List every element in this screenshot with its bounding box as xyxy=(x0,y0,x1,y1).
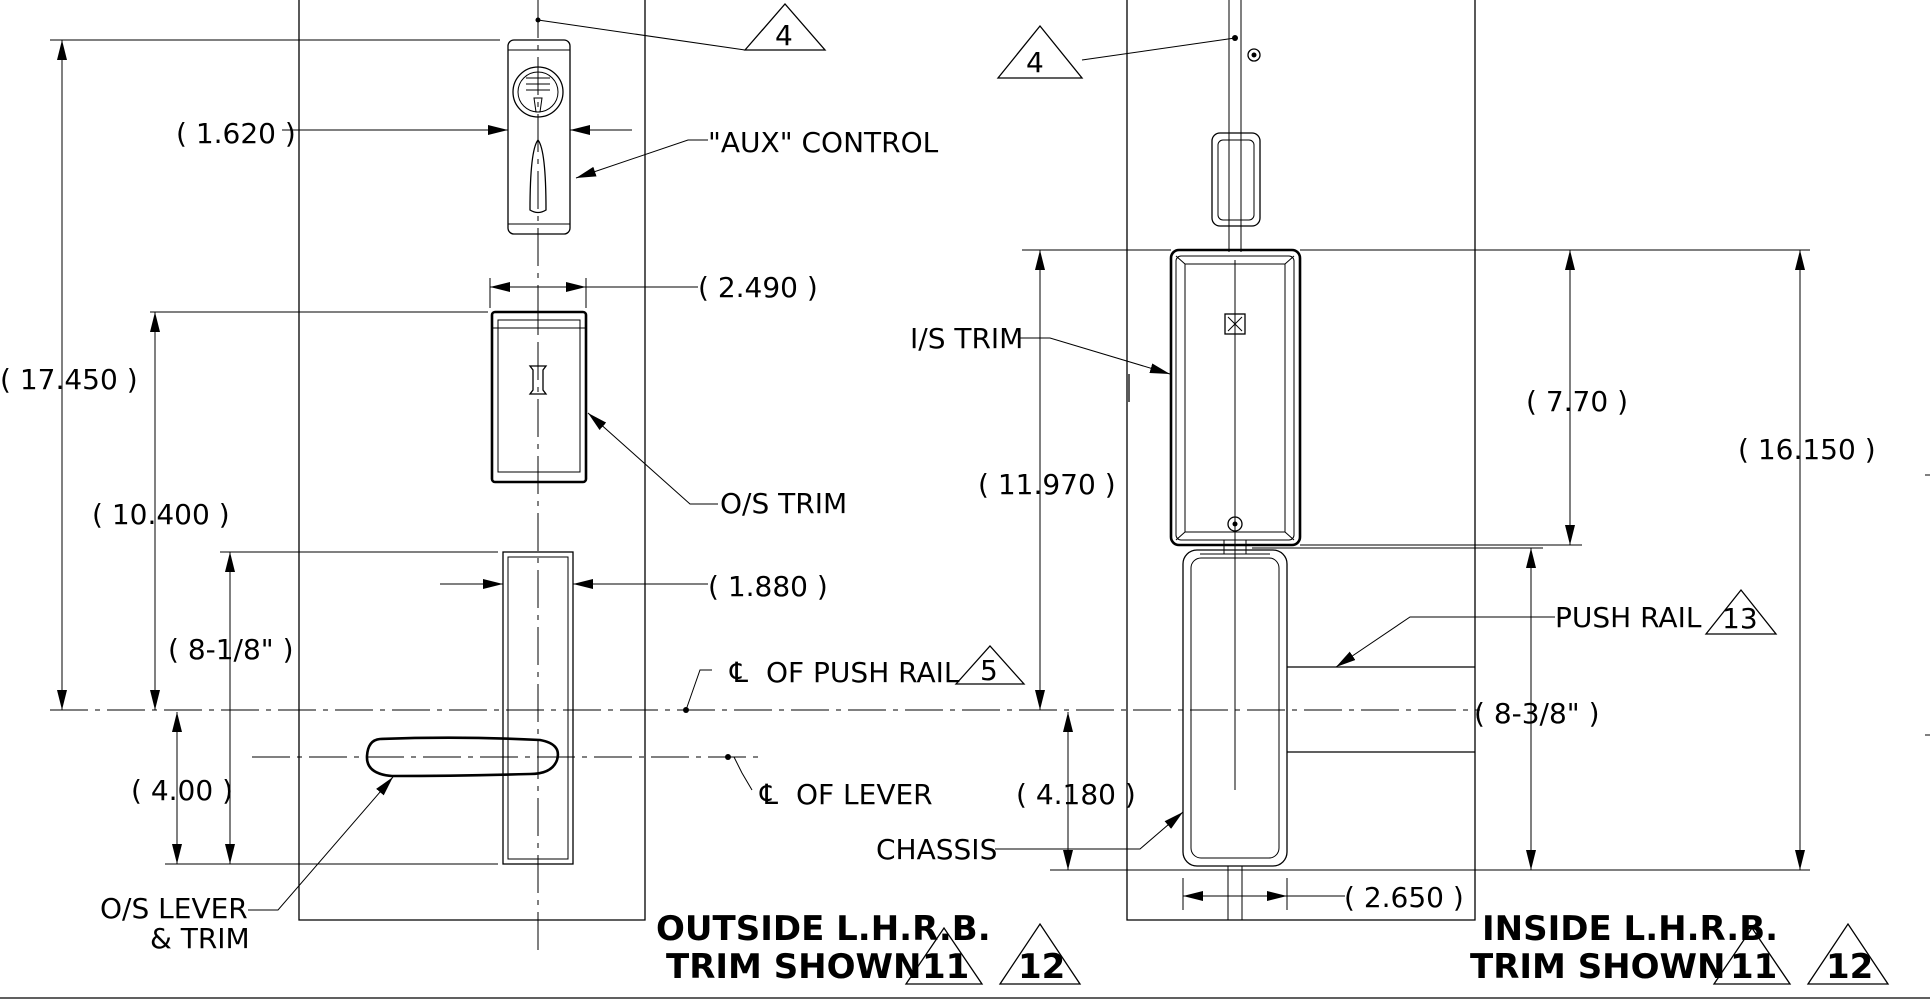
note-triangle-11-inside: 11 xyxy=(1712,926,1792,987)
svg-text:11: 11 xyxy=(922,947,969,987)
dim-17450: ( 17.450 ) xyxy=(0,363,138,396)
svg-text:13: 13 xyxy=(1722,602,1758,635)
note-triangle-12-outside: 12 xyxy=(998,922,1082,987)
dim-2490: ( 2.490 ) xyxy=(698,271,818,304)
title-outside-1: OUTSIDE L.H.R.B. xyxy=(656,909,991,949)
note-triangle-12-inside: 12 xyxy=(1806,922,1890,987)
dim-10400: ( 10.400 ) xyxy=(92,498,230,531)
rod-guide xyxy=(1211,132,1261,227)
svg-text:12: 12 xyxy=(1018,947,1065,987)
outside-door xyxy=(298,0,646,921)
dim-8-1-8: ( 8-1/8" ) xyxy=(168,633,294,666)
inside-door xyxy=(1126,0,1476,921)
label-is-trim: I/S TRIM xyxy=(910,322,1023,355)
dim-11970: ( 11.970 ) xyxy=(978,468,1116,501)
dim-4-00: ( 4.00 ) xyxy=(131,774,233,807)
svg-text:12: 12 xyxy=(1826,947,1873,987)
svg-text:4: 4 xyxy=(775,19,793,52)
os-escutcheon xyxy=(502,551,574,865)
inside-screw xyxy=(1247,48,1261,62)
dim-1880: ( 1.880 ) xyxy=(708,570,828,603)
cl-symbol-lever-glyph: ℄ xyxy=(759,778,778,811)
push-rail xyxy=(1287,666,1475,753)
label-aux-control: "AUX" CONTROL xyxy=(708,126,939,159)
svg-text:5: 5 xyxy=(980,654,998,687)
svg-text:4: 4 xyxy=(1026,46,1044,79)
label-cl-lever: OF LEVER xyxy=(796,778,933,811)
label-os-lever-2: & TRIM xyxy=(150,922,250,955)
os-lever xyxy=(365,736,560,778)
label-os-lever-1: O/S LEVER xyxy=(100,892,248,925)
note-triangle-5: 5 xyxy=(954,645,1026,687)
chassis xyxy=(1182,549,1288,920)
cl-lever-dot xyxy=(725,754,731,760)
label-cl-push-rail: OF PUSH RAIL xyxy=(766,656,960,689)
note-triangle-13: 13 xyxy=(1704,588,1778,635)
cl-symbol-push: ℄ xyxy=(729,656,748,689)
note-triangle-4-outside: 4 xyxy=(743,3,827,52)
dim-16150: ( 16.150 ) xyxy=(1738,433,1876,466)
note-triangle-4-inside: 4 xyxy=(996,24,1084,79)
os-trim xyxy=(490,310,588,484)
dim-2650: ( 2.650 ) xyxy=(1344,881,1464,914)
aux-control xyxy=(507,39,571,235)
label-push-rail: PUSH RAIL xyxy=(1555,601,1702,634)
label-os-trim: O/S TRIM xyxy=(720,487,847,520)
svg-text:11: 11 xyxy=(1730,947,1777,987)
title-inside-2: TRIM SHOWN xyxy=(1470,947,1726,987)
dim-1620: ( 1.620 ) xyxy=(176,117,296,150)
dim-8-3-8: ( 8-3/8" ) xyxy=(1474,697,1600,730)
dim-4180: ( 4.180 ) xyxy=(1016,778,1136,811)
dim-7-70: ( 7.70 ) xyxy=(1526,385,1628,418)
note-triangle-11-outside: 11 xyxy=(904,926,984,987)
title-outside-2: TRIM SHOWN xyxy=(666,947,922,987)
title-inside-1: INSIDE L.H.R.B. xyxy=(1482,909,1778,949)
label-chassis: CHASSIS xyxy=(876,833,997,866)
is-trim xyxy=(1128,248,1302,555)
